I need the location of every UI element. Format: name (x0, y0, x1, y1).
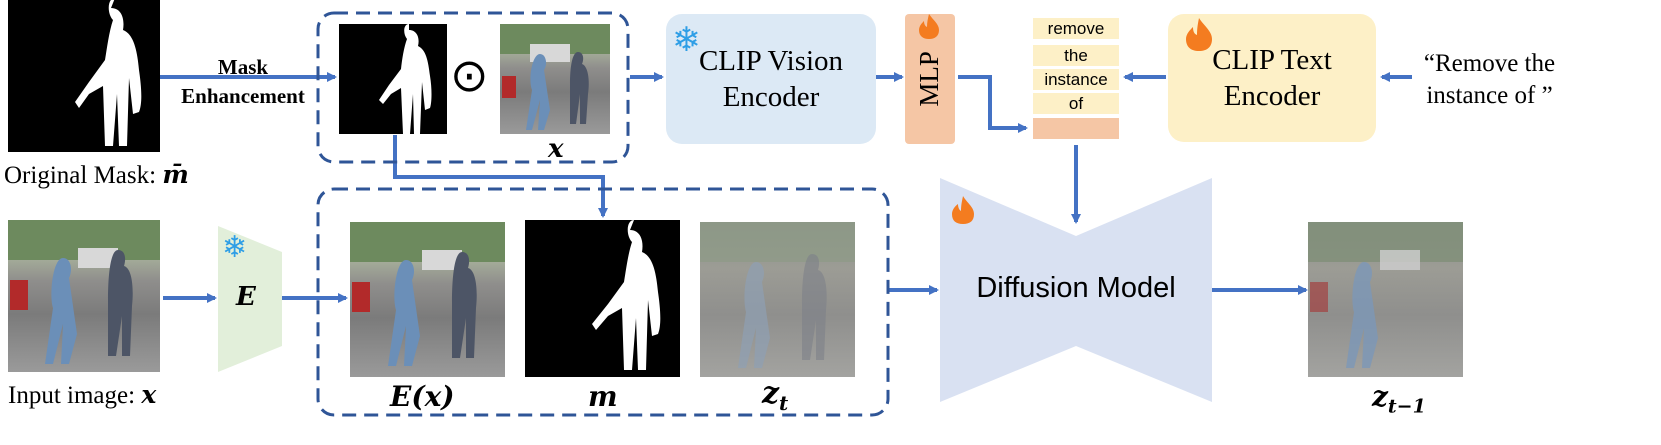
input-image-symbol: x (141, 380, 157, 409)
enhanced-mask-image (339, 24, 447, 134)
token-of: of (1033, 93, 1119, 114)
original-mask-caption: Original Mask: m̄ (4, 160, 189, 189)
noisy-latent-image (700, 222, 855, 377)
zt-label: zt (762, 376, 789, 415)
encoder-symbol: E (236, 282, 256, 312)
diffusion-shape (940, 178, 1212, 402)
dashed-box-top (316, 11, 630, 164)
dashed-box-bottom (316, 187, 890, 417)
input-image (8, 220, 160, 372)
output-image (1308, 222, 1463, 377)
fire-icon (952, 196, 974, 224)
token-remove: remove (1033, 18, 1119, 39)
encoder-block (218, 226, 282, 372)
person-silhouette (75, 0, 142, 146)
diffusion-model-label: Diffusion Model (976, 272, 1176, 304)
arrow-mlp-to-tokens (958, 75, 1028, 133)
x-symbol-top: x (548, 134, 564, 164)
zt1-label: zt−1 (1372, 380, 1426, 418)
original-mask-symbol: m̄ (162, 160, 189, 189)
fire-icon (1186, 18, 1212, 51)
arrow-mask-to-m (393, 135, 608, 218)
mask-m-image (525, 220, 680, 377)
mask-enhancement-label: Mask Enhancement (181, 55, 305, 108)
token-instance: instance (1033, 69, 1119, 90)
input-image-caption: Input image: x (8, 380, 157, 409)
token-the: the (1033, 45, 1119, 66)
prompt-text: “Remove the instance of ” (1423, 50, 1556, 109)
fire-icon (919, 14, 939, 39)
snowflake-icon: ❄ (222, 230, 248, 265)
latent-image (350, 222, 505, 377)
token-learned (1033, 118, 1119, 139)
snowflake-icon: ❄ (672, 20, 701, 60)
ex-label: E(x) (390, 380, 455, 413)
original-mask-image (8, 0, 160, 152)
clip-vision-encoder: CLIP Vision Encoder (666, 14, 876, 144)
odot-operator: ⊙ (450, 48, 489, 102)
input-image-thumb-top (500, 24, 610, 134)
m-label: m (588, 380, 618, 413)
